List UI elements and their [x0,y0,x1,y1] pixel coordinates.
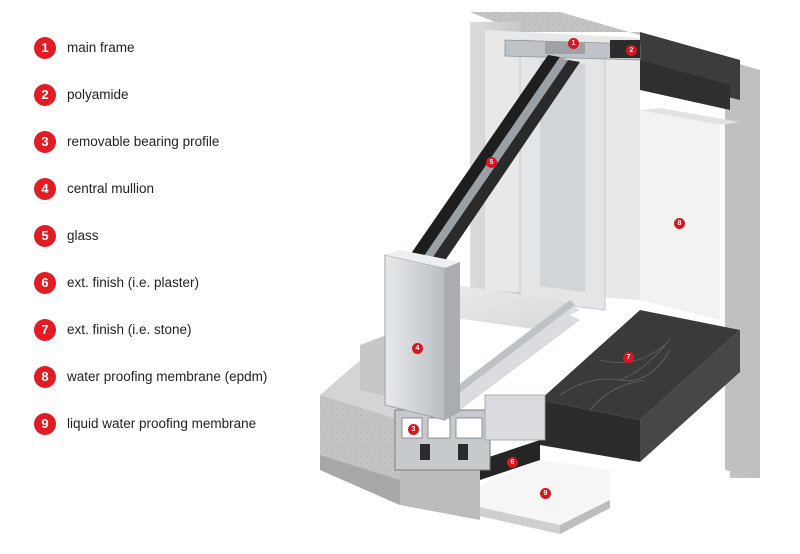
stone-finish-front [540,400,640,462]
marker-liquid-membrane: 9 [540,488,551,499]
legend-item: 6 ext. finish (i.e. plaster) [34,259,304,306]
bottom-profile-polyamide-2 [458,444,468,460]
legend-item: 4 central mullion [34,165,304,212]
legend-number-badge: 1 [34,36,56,59]
marker-polyamide: 2 [626,45,637,56]
sash-back-inner [540,60,585,292]
legend-number-badge: 8 [34,365,56,388]
legend-number-badge: 9 [34,412,56,435]
membrane-panel-face [640,108,740,125]
outer-wall-edge [725,62,760,478]
legend: 1 main frame 2 polyamide 3 removable bea… [34,24,304,447]
legend-item: 9 liquid water proofing membrane [34,400,304,447]
legend-number-badge: 6 [34,271,56,294]
marker-removable-bearing-profile: 3 [408,424,419,435]
legend-number-badge: 5 [34,224,56,247]
legend-label: central mullion [67,181,155,196]
legend-number-badge: 3 [34,130,56,153]
marker-glass: 5 [486,157,497,168]
legend-item: 8 water proofing membrane (epdm) [34,353,304,400]
legend-item: 1 main frame [34,24,304,71]
glass-pane-inner [428,60,580,268]
stone-finish-top [540,310,740,420]
membrane-front-edge [560,500,610,534]
liquid-membrane-edge [470,505,560,534]
legend-item: 5 glass [34,212,304,259]
legend-label: ext. finish (i.e. plaster) [67,275,200,290]
legend-number-badge: 7 [34,318,56,341]
marker-epdm-membrane: 8 [674,218,685,229]
base-bottom-strip [320,455,400,505]
marker-central-mullion: 4 [412,343,423,354]
legend-label: glass [67,228,99,243]
wall-dark-column [640,60,730,110]
legend-label: ext. finish (i.e. stone) [67,322,192,337]
floor-track [445,300,575,400]
legend-label: water proofing membrane (epdm) [67,369,268,384]
legend-label: liquid water proofing membrane [67,416,257,431]
central-mullion-top [385,250,460,268]
stone-veining [559,339,671,411]
marker-stone-finish: 7 [623,352,634,363]
legend-item: 3 removable bearing profile [34,118,304,165]
legend-number-badge: 4 [34,177,56,200]
marker-plaster-finish: 6 [507,457,518,468]
legend-label: polyamide [67,87,129,102]
bottom-profile-rail [484,394,546,441]
legend-label: main frame [67,40,135,55]
legend-number-badge: 2 [34,83,56,106]
central-mullion-front [384,254,446,421]
top-frame-slot [545,42,585,54]
stone-finish-side [640,330,740,462]
floor-bottom-sash [440,310,580,410]
legend-label: removable bearing profile [67,134,220,149]
legend-item: 7 ext. finish (i.e. stone) [34,306,304,353]
marker-main-frame: 1 [568,38,579,49]
bottom-profile-chamber-2 [427,417,451,439]
legend-item: 2 polyamide [34,71,304,118]
bottom-profile-chamber-3 [455,417,483,439]
bottom-profile-polyamide-1 [420,444,430,460]
central-mullion-side [445,262,460,420]
glass-pane-outer [408,55,560,262]
membrane-panel [640,110,720,320]
